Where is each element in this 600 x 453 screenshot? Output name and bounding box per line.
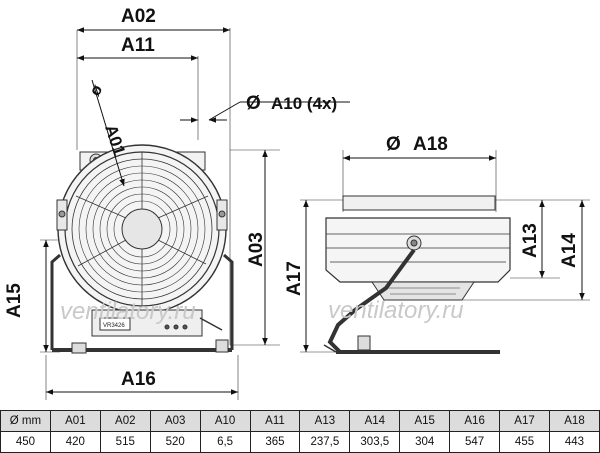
table-header-cell: A16 [449, 410, 501, 432]
label-a13: A13 [520, 223, 541, 258]
front-dimensions [43, 27, 350, 395]
table-cell: 420 [49, 431, 101, 453]
watermark-right: ventilatory.ru [328, 297, 464, 324]
label-a11: A11 [121, 35, 155, 56]
table-header-cell: A14 [349, 410, 401, 432]
table-cell: 303,5 [349, 431, 401, 453]
table-header-cell: A15 [399, 410, 451, 432]
label-a15: A15 [4, 283, 25, 318]
label-a18-diameter: Ø [386, 134, 401, 155]
fan-dimension-drawing: VR3426 [4, 6, 590, 400]
label-a03: A03 [246, 232, 267, 267]
label-a14: A14 [559, 233, 580, 268]
table-header-cell: A11 [249, 410, 301, 432]
label-a02: A02 [121, 6, 156, 27]
table-header-cell: A18 [548, 410, 600, 432]
dimensions-table: Ø mm A01 A02 A03 A10 A11 A13 A14 A15 A16… [0, 410, 600, 453]
label-a17: A17 [284, 261, 305, 296]
table-cell: 547 [449, 431, 501, 453]
label-a10-diameter: Ø [246, 93, 261, 114]
side-dimensions [303, 155, 585, 352]
table-header-cell: A13 [299, 410, 351, 432]
table-cell: 6,5 [199, 431, 251, 453]
table-cell: 455 [499, 431, 550, 453]
table-cell: 365 [249, 431, 301, 453]
table-cell: 450 [0, 431, 51, 453]
table-header-cell: A01 [49, 410, 101, 432]
table-cell: 520 [149, 431, 201, 453]
watermark-left: ventilatory.ru [60, 298, 196, 325]
table-cell: 304 [399, 431, 451, 453]
table-header-cell: A03 [149, 410, 201, 432]
label-a18: A18 [413, 134, 448, 155]
side-view [300, 150, 590, 354]
table-cell: 443 [548, 431, 600, 453]
table-header-cell: A17 [499, 410, 550, 432]
table-cell: 237,5 [299, 431, 351, 453]
front-view [40, 28, 280, 400]
table-header-cell: A10 [199, 410, 251, 432]
table-header-row: Ø mm A01 A02 A03 A10 A11 A13 A14 A15 A16… [0, 410, 600, 432]
label-a10: A10 (4x) [271, 94, 337, 113]
nameplate-text: VR3426 [103, 323, 125, 329]
label-a16: A16 [121, 369, 156, 390]
table-row: 450 420 515 520 6,5 365 237,5 303,5 304 … [0, 431, 600, 453]
table-header-cell: A02 [99, 410, 151, 432]
label-a01-diameter: ø [87, 82, 107, 99]
table-cell: 515 [99, 431, 151, 453]
table-header-cell: Ø mm [0, 410, 51, 432]
